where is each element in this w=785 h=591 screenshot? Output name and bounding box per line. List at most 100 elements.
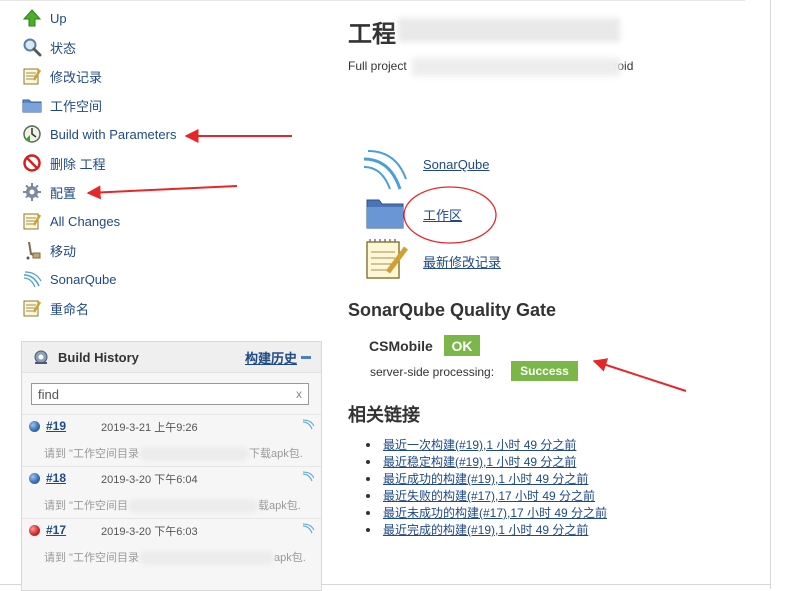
build-number-link[interactable]: #17 — [46, 523, 67, 537]
build-status-blue-ball-icon — [29, 421, 40, 432]
sidebar-item-up[interactable]: Up — [22, 6, 67, 30]
build-history-title: Build History — [58, 349, 139, 365]
build-date: 2019-3-20 下午6:03 — [101, 526, 198, 538]
bullet — [366, 493, 370, 498]
related-links-heading: 相关链接 — [348, 405, 420, 425]
build-number-link[interactable]: #18 — [46, 471, 67, 485]
build-row: #17 2019-3-20 下午6:03 请到 "工作空间目录 apk包. — [22, 518, 321, 571]
build-executor-icon — [34, 350, 48, 364]
related-links-list: 最近一次构建(#19),1 小时 49 分之前 最近稳定构建(#19),1 小时… — [366, 436, 607, 538]
bullet — [366, 459, 370, 464]
build-description: 请到 "工作空间目录 apk包. — [44, 549, 306, 566]
gear-icon — [22, 182, 42, 202]
related-link[interactable]: 最近稳定构建(#19),1 小时 49 分之前 — [383, 455, 577, 469]
build-desc-suffix: apk包. — [273, 552, 306, 564]
sonarqube-link[interactable]: SonarQube — [423, 157, 490, 172]
notepad-icon — [22, 66, 42, 86]
quality-gate-status-badge: OK — [444, 335, 480, 356]
magnifier-icon — [22, 37, 42, 57]
workspace-link[interactable]: 工作区 — [423, 208, 463, 223]
build-history-header: Build History 构建历史 — [22, 342, 321, 373]
build-desc-prefix: 请到 "工作空间目录 — [44, 552, 139, 564]
sidebar-item-all-changes[interactable]: All Changes — [22, 209, 120, 233]
build-desc-prefix: 请到 "工作空间目录 — [44, 448, 139, 460]
sidebar-item-label: All Changes — [50, 213, 121, 229]
sidebar-item-label: SonarQube — [50, 271, 117, 287]
sidebar-item-delete-project[interactable]: 删除 工程 — [22, 151, 106, 175]
bullet — [366, 442, 370, 447]
sidebar-item-label: 删除 工程 — [50, 156, 106, 172]
sidebar-item-sonarqube[interactable]: SonarQube — [22, 267, 117, 291]
sidebar-item-build-with-parameters[interactable]: Build with Parameters — [22, 122, 176, 146]
processing-status-badge: Success — [511, 361, 578, 381]
frame-bottom-border — [0, 584, 771, 585]
build-desc-suffix: 载apk包. — [257, 500, 301, 512]
sonarqube-icon[interactable] — [302, 523, 314, 535]
sonarqube-icon — [22, 269, 42, 289]
bullet — [366, 510, 370, 515]
build-desc-prefix: 请到 "工作空间目 — [44, 500, 128, 512]
sidebar-item-label: Up — [50, 10, 67, 26]
quality-gate-project: CSMobile — [369, 338, 433, 354]
sidebar-item-label: 移动 — [50, 243, 77, 259]
sonarqube-icon[interactable] — [302, 471, 314, 483]
redacted-text — [138, 447, 249, 462]
up-arrow-icon — [22, 8, 42, 28]
sidebar-item-rename[interactable]: 重命名 — [22, 296, 89, 320]
build-description: 请到 "工作空间目 载apk包. — [44, 497, 301, 514]
build-desc-suffix: 下载apk包. — [248, 448, 303, 460]
clear-search-icon[interactable]: x — [296, 387, 302, 401]
notepad-icon — [22, 211, 42, 231]
list-item: 最近失败的构建(#17),17 小时 49 分之前 — [366, 487, 607, 504]
build-search-input[interactable]: find x — [31, 383, 309, 405]
sidebar-item-workspace[interactable]: 工作空间 — [22, 93, 102, 117]
sidebar-item-status[interactable]: 状态 — [22, 35, 76, 59]
list-item: 最近成功的构建(#19),1 小时 49 分之前 — [366, 470, 607, 487]
list-item: 最近一次构建(#19),1 小时 49 分之前 — [366, 436, 607, 453]
sidebar-item-move[interactable]: 移动 — [22, 238, 76, 262]
list-item: 最近未成功的构建(#17),17 小时 49 分之前 — [366, 504, 607, 521]
build-search-placeholder: find — [38, 386, 59, 402]
sidebar-item-label: 配置 — [50, 185, 77, 201]
folder-icon — [22, 95, 42, 115]
sidebar-item-label: 修改记录 — [50, 69, 103, 85]
frame-top-border — [0, 0, 745, 1]
build-date: 2019-3-21 上午9:26 — [101, 422, 198, 434]
related-link[interactable]: 最近一次构建(#19),1 小时 49 分之前 — [383, 438, 577, 452]
sonarqube-icon — [363, 150, 407, 190]
redacted-text — [127, 499, 258, 514]
frame-right-border — [770, 0, 771, 589]
folder-icon — [366, 199, 404, 229]
list-item: 最近稳定构建(#19),1 小时 49 分之前 — [366, 453, 607, 470]
bullet — [366, 527, 370, 532]
sidebar-item-changes[interactable]: 修改记录 — [22, 64, 102, 88]
build-status-red-ball-icon — [29, 525, 40, 536]
build-number-link[interactable]: #19 — [46, 419, 67, 433]
bullet — [366, 476, 370, 481]
build-trend-link[interactable]: 构建历史 — [244, 350, 297, 366]
redacted-full-name — [412, 58, 620, 76]
sidebar-item-label: 重命名 — [50, 301, 90, 317]
sonarqube-icon[interactable] — [302, 419, 314, 431]
quality-gate-heading: SonarQube Quality Gate — [348, 300, 557, 320]
build-description: 请到 "工作空间目录 下载apk包. — [44, 445, 303, 462]
redacted-text — [138, 551, 274, 566]
server-side-processing-label: server-side processing: — [370, 365, 495, 379]
build-status-blue-ball-icon — [29, 473, 40, 484]
related-link[interactable]: 最近成功的构建(#19),1 小时 49 分之前 — [383, 472, 589, 486]
related-link[interactable]: 最近失败的构建(#17),17 小时 49 分之前 — [383, 489, 596, 503]
collapse-icon[interactable] — [301, 355, 311, 359]
build-history-widget: Build History 构建历史 find x #19 2019-3-21 … — [21, 341, 322, 591]
related-link[interactable]: 最近未成功的构建(#17),17 小时 49 分之前 — [383, 506, 608, 520]
build-date: 2019-3-20 下午6:04 — [101, 474, 198, 486]
sidebar-item-configure[interactable]: 配置 — [22, 180, 76, 204]
build-row: #18 2019-3-20 下午6:04 请到 "工作空间目 载apk包. — [22, 466, 321, 519]
sidebar-item-label: 工作空间 — [50, 98, 103, 114]
notepad-icon — [366, 239, 408, 279]
mover-icon — [22, 240, 42, 260]
annotation-arrow — [592, 358, 687, 392]
recent-changes-link[interactable]: 最新修改记录 — [423, 255, 502, 270]
related-link[interactable]: 最近完成的构建(#19),1 小时 49 分之前 — [383, 523, 589, 537]
redacted-title — [398, 18, 620, 42]
sidebar-item-label: Build with Parameters — [50, 126, 177, 142]
